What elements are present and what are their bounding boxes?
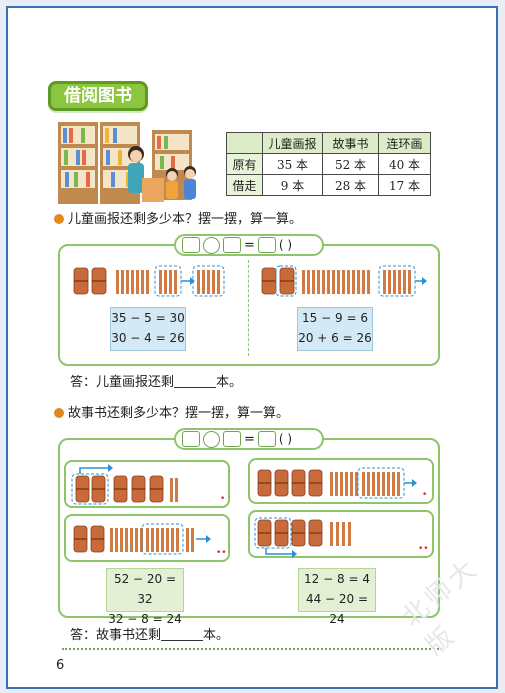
calc-line: 20 + 6 = 26: [298, 331, 372, 345]
number-box[interactable]: [182, 431, 200, 447]
bullet-icon: [54, 408, 64, 418]
unit-paren: ( ): [278, 238, 293, 252]
q1-right-calculation: 15 − 9 = 6 20 + 6 = 26: [297, 307, 373, 351]
mark-dot: •: [220, 494, 226, 504]
calc-line: 30 − 4 = 26: [111, 331, 185, 345]
bullet-icon: [54, 214, 64, 224]
calc-line: 15 − 9 = 6: [302, 311, 368, 325]
table-cell: 35 本: [262, 153, 323, 175]
table-cell: 9 本: [262, 174, 323, 196]
q2-left-step-1: •: [64, 460, 230, 508]
q2-right-step-1: •: [248, 458, 434, 504]
borrow-table: 儿童画报 故事书 连环画 原有 35 本 52 本 40 本 借走 9 本 28…: [226, 132, 431, 196]
table-cell: 28 本: [322, 174, 379, 196]
bundles-diagram: [257, 467, 417, 499]
footer-divider: [62, 648, 442, 650]
q2-equation-bar: = ( ): [174, 428, 324, 450]
unit-paren: ( ): [278, 432, 293, 446]
bundles-diagram: [73, 523, 211, 555]
section-title: 借阅图书: [48, 81, 148, 111]
result-box[interactable]: [257, 237, 276, 253]
q1-left-sticks-diagram: [73, 265, 225, 297]
question-1-text: 儿童画报还剩多少本？摆一摆，算一算。: [68, 212, 303, 227]
bundles-diagram: [254, 517, 351, 558]
page-number: 6: [56, 658, 65, 673]
q2-right-step-2: ••: [248, 510, 434, 558]
q2-left-calculation: 52 − 20 = 32 32 − 8 = 24: [106, 568, 184, 626]
answer-suffix: 本。: [203, 628, 230, 643]
answer-suffix: 本。: [216, 375, 243, 390]
table-cell: 52 本: [322, 153, 379, 175]
header-storybook: 故事书: [322, 132, 379, 154]
header-comic: 连环画: [378, 132, 431, 154]
q1-equation-bar: = ( ): [174, 234, 324, 256]
row-label-original: 原有: [226, 153, 263, 175]
question-2-text: 故事书还剩多少本？摆一摆，算一算。: [68, 406, 290, 421]
table-row: 借走 9 本 28 本 17 本: [226, 174, 431, 196]
calc-line: 32 − 8 = 24: [108, 612, 182, 626]
bundles-diagram: [71, 464, 178, 505]
number-box[interactable]: [223, 237, 241, 253]
q2-right-calculation: 12 − 8 = 4 44 − 20 = 24: [298, 568, 376, 626]
panel-divider: [248, 260, 249, 356]
q2-left-step-2: ••: [64, 514, 230, 562]
calc-line: 44 − 20 = 24: [305, 592, 369, 626]
q1-left-calculation: 35 − 5 = 30 30 − 4 = 26: [110, 307, 186, 351]
calc-line: 52 − 20 = 32: [113, 572, 177, 606]
number-box[interactable]: [223, 431, 241, 447]
equals-sign: =: [244, 237, 255, 253]
calc-line: 12 − 8 = 4: [304, 572, 370, 586]
mark-dot: •: [422, 490, 428, 500]
table-row: 原有 35 本 52 本 40 本: [226, 153, 431, 175]
table-cell: 17 本: [378, 174, 431, 196]
answer-blank[interactable]: [161, 629, 204, 641]
table-header-row: 儿童画报 故事书 连环画: [226, 132, 431, 154]
q1-right-sticks-diagram: [261, 265, 427, 297]
textbook-page: 借阅图书 儿童画报 故事书: [6, 6, 498, 689]
answer-prefix: 答：儿童画报还剩: [70, 375, 175, 390]
mark-dots: ••: [418, 544, 429, 554]
question-1: 儿童画报还剩多少本？摆一摆，算一算。: [54, 208, 302, 227]
answer-blank[interactable]: [174, 376, 217, 388]
q2-answer-line: 答：故事书还剩 本。: [70, 624, 229, 643]
result-box[interactable]: [257, 431, 276, 447]
q1-answer-line: 答：儿童画报还剩 本。: [70, 371, 242, 390]
calc-line: 35 − 5 = 30: [111, 311, 185, 325]
operator-circle[interactable]: [203, 430, 220, 448]
operator-circle[interactable]: [203, 236, 220, 254]
table-cell: 40 本: [378, 153, 431, 175]
header-picture-magazine: 儿童画报: [262, 132, 323, 154]
question-2: 故事书还剩多少本？摆一摆，算一算。: [54, 402, 289, 421]
mark-dots: ••: [216, 548, 227, 558]
answer-prefix: 答：故事书还剩: [70, 628, 162, 643]
row-label-borrowed: 借走: [226, 174, 263, 196]
library-illustration: [58, 122, 196, 204]
table-corner: [226, 132, 263, 154]
equals-sign: =: [244, 431, 255, 447]
number-box[interactable]: [182, 237, 200, 253]
